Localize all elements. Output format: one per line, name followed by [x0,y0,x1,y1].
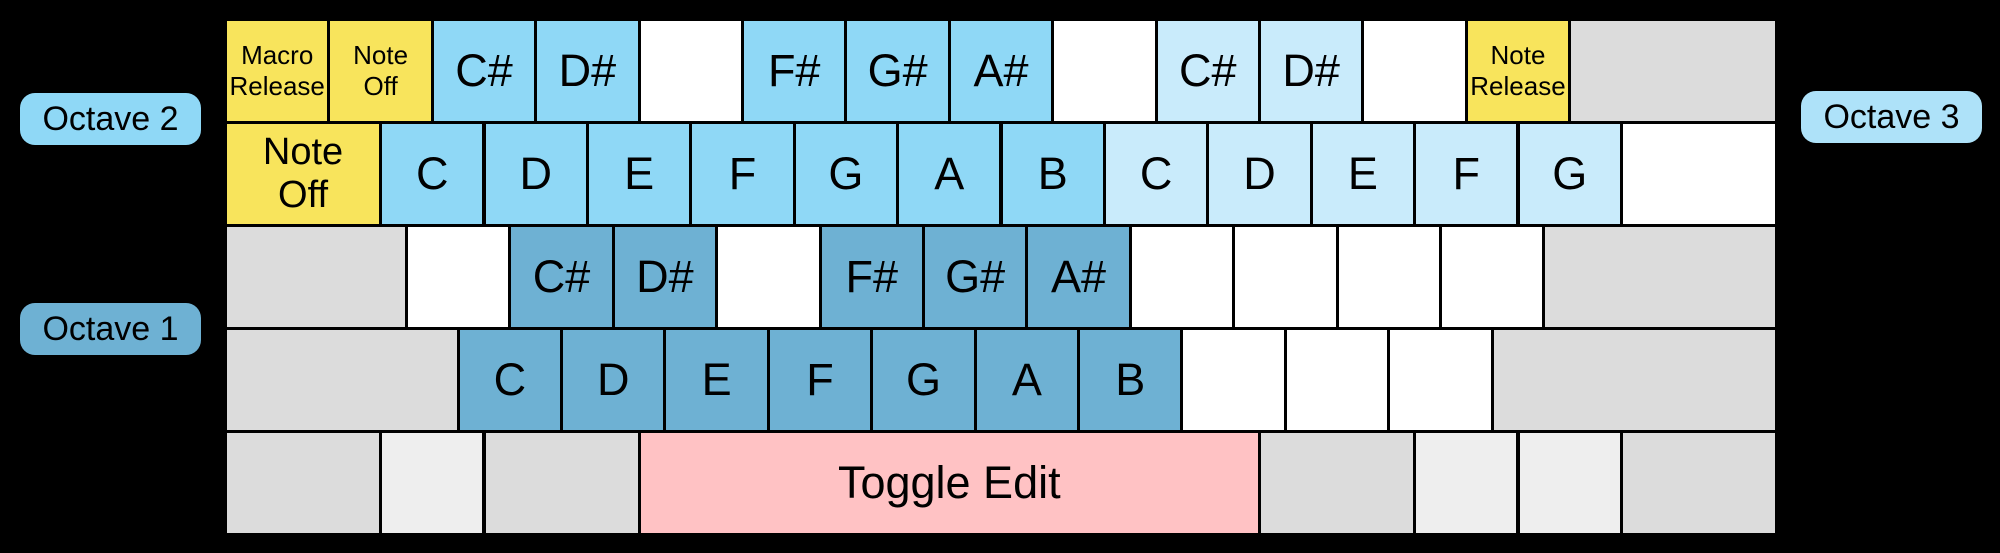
key-blank [1335,224,1442,330]
key-e: E [585,121,693,227]
key-g-sharp: G# [844,18,951,124]
key-b: B [1077,327,1184,433]
key-blank [1232,224,1339,330]
key-c: C [456,327,564,433]
key-f-sharp: F# [741,18,848,124]
key-blank [715,224,822,330]
key-blank [1619,430,1778,536]
key-blank [1516,430,1623,536]
key-blank [224,430,383,536]
key-c: C [379,121,486,227]
key-blank [1387,327,1494,433]
octave-1-badge: Octave 1 [20,303,201,355]
key-c: C [1102,121,1210,227]
key-d-sharp: D# [611,224,719,330]
key-blank [1619,121,1778,227]
key-g-sharp: G# [921,224,1029,330]
key-toggle-edit: Toggle Edit [637,430,1261,536]
octave-3-badge: Octave 3 [1801,91,1982,143]
octave-2-badge: Octave 2 [20,93,201,145]
key-e: E [663,327,770,433]
key-g: G [792,121,900,227]
key-blank [1283,327,1391,433]
key-c-sharp: C# [1154,18,1261,124]
key-d-sharp: D# [1258,18,1365,124]
key-note-off: Note Off [224,121,383,227]
key-blank [379,430,486,536]
key-a: A [896,121,1003,227]
key-note-off: Note Off [327,18,434,124]
key-blank [404,224,512,330]
key-f: F [766,327,874,433]
key-g: G [1516,121,1623,227]
key-b: B [999,121,1106,227]
key-blank [637,18,744,124]
key-note-release: Note Release [1464,18,1572,124]
key-c-sharp: C# [508,224,615,330]
key-macro-release: Macro Release [224,18,331,124]
key-blank [1051,18,1158,124]
key-e: E [1309,121,1417,227]
key-blank [224,327,460,433]
key-blank [482,430,641,536]
key-c-sharp: C# [430,18,538,124]
key-a: A [973,327,1081,433]
key-blank [1128,224,1236,330]
key-blank [1490,327,1778,433]
key-blank [1413,430,1520,536]
key-blank [1180,327,1287,433]
key-g: G [870,327,977,433]
key-blank [224,224,408,330]
key-blank [1438,224,1546,330]
key-d: D [560,327,667,433]
key-f-sharp: F# [818,224,925,330]
key-blank [1568,18,1778,124]
key-d: D [482,121,589,227]
key-blank [1542,224,1778,330]
key-d-sharp: D# [534,18,641,124]
key-a-sharp: A# [1025,224,1132,330]
key-a-sharp: A# [947,18,1055,124]
key-blank [1258,430,1417,536]
key-f: F [1413,121,1520,227]
key-d: D [1206,121,1313,227]
key-f: F [689,121,796,227]
key-blank [1361,18,1468,124]
